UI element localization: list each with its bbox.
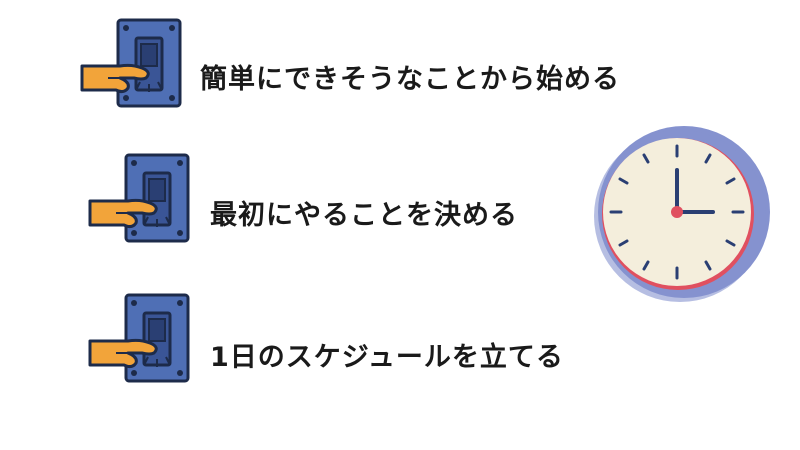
wall-clock-icon [594,126,770,302]
hand-flipping-switch-icon [88,153,190,243]
list-item: 1日のスケジュールを立てる [0,293,600,393]
hand-flipping-switch-icon [88,293,190,383]
item-label: 簡単にできそうなことから始める [200,64,620,95]
list-item: 最初にやることを決める [0,153,600,253]
list-item: 簡単にできそうなことから始める [0,18,619,118]
item-label: 1日のスケジュールを立てる [210,342,564,373]
hand-flipping-switch-icon [80,18,182,108]
item-label: 最初にやることを決める [210,200,518,231]
